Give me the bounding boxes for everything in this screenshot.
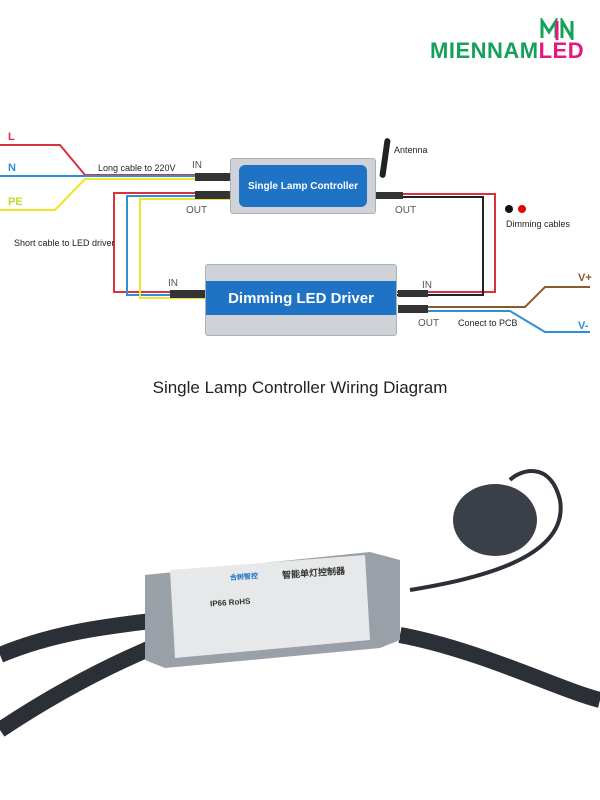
controller-in-label: IN	[192, 160, 202, 171]
wire-dim-black	[375, 196, 484, 296]
label-earth: PE	[8, 196, 23, 208]
wire-short-neutral	[126, 195, 230, 296]
brand-logo: MIENNAMLED	[430, 18, 600, 66]
logo-monogram-icon	[540, 18, 574, 40]
wire-v-plus	[398, 286, 590, 308]
cert-rohs: RoHS	[228, 596, 251, 608]
driver-in-plug	[170, 290, 205, 298]
product-brand: 合树智控	[229, 573, 259, 582]
wire-dim-red	[375, 193, 496, 293]
driver-in-right-label: IN	[422, 280, 432, 291]
logo-text: MIENNAMLED	[430, 38, 584, 64]
logo-text-magenta: LED	[538, 38, 585, 63]
v-minus-label: V-	[578, 320, 589, 332]
cert-ip66: IP66	[209, 598, 227, 609]
dim-red-dot	[518, 205, 526, 213]
diagram-caption: Single Lamp Controller Wiring Diagram	[152, 378, 448, 397]
antenna-cable	[409, 469, 563, 592]
single-lamp-controller: Single Lamp Controller	[230, 158, 376, 214]
cable-right	[398, 627, 600, 708]
antenna-label: Antenna	[394, 145, 428, 155]
driver-face: Dimming LED Driver	[206, 281, 396, 315]
long-cable-label: Long cable to 220V	[98, 163, 176, 173]
dimming-cables-label: Dimming cables	[506, 219, 571, 229]
dim-black-dot	[505, 205, 513, 213]
dimming-led-driver: Dimming LED Driver	[205, 264, 397, 336]
controller-out-right-label: OUT	[395, 205, 417, 216]
controller-label	[170, 555, 370, 658]
label-live: L	[8, 131, 15, 143]
wiring-diagram	[0, 138, 590, 333]
antenna-puck-icon	[453, 484, 537, 556]
v-plus-label: V+	[578, 272, 592, 284]
wire-short-live	[113, 192, 230, 293]
connect-pcb-label: Conect to PCB	[458, 318, 518, 328]
wire-v-minus	[398, 310, 590, 333]
controller-in-plug	[195, 173, 230, 181]
label-neutral: N	[8, 162, 16, 174]
driver-out-label: OUT	[418, 318, 440, 329]
antenna-icon	[379, 138, 391, 178]
controller-out-label: OUT	[186, 205, 208, 216]
wire-earth	[0, 178, 230, 211]
controller-out-plug	[195, 191, 230, 199]
logo-text-green: MIENNAM	[430, 38, 539, 63]
short-cable-label: Short cable to LED driver	[14, 238, 115, 248]
driver-in-left-label: IN	[168, 278, 178, 289]
controller-face: Single Lamp Controller	[239, 165, 367, 207]
